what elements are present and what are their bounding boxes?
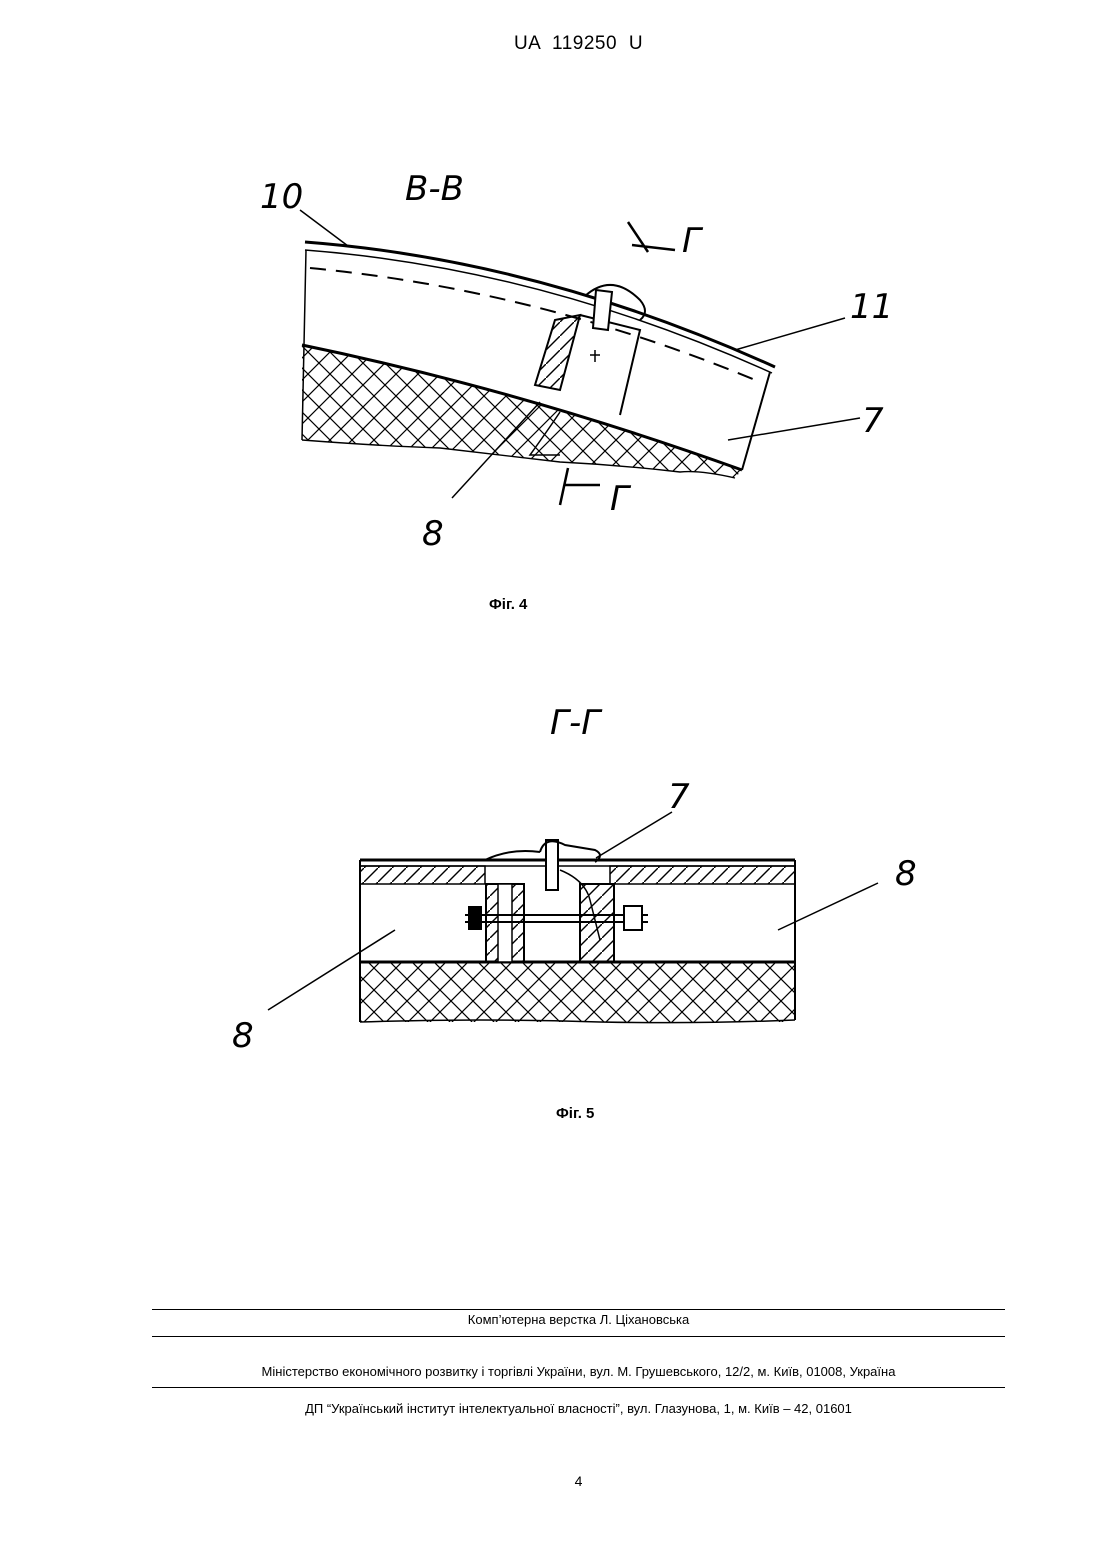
document-number: UA 119250 U bbox=[0, 33, 1101, 55]
ministry-address: Міністерство економічного розвитку і тор… bbox=[152, 1364, 1005, 1379]
institute-address: ДП “Український інститут інтелектуальної… bbox=[152, 1401, 1005, 1416]
callout-7: 7 bbox=[862, 401, 884, 441]
section-label-b-b: В-В bbox=[405, 169, 464, 209]
footer-rule-1 bbox=[152, 1309, 1005, 1310]
layout-credit: Комп’ютерна верстка Л. Ціхановська bbox=[152, 1312, 1005, 1327]
callout-10: 10 bbox=[260, 177, 303, 217]
footer-rule-3 bbox=[152, 1387, 1005, 1388]
footer-rule-2 bbox=[152, 1336, 1005, 1337]
callout-7: 7 bbox=[668, 777, 690, 817]
callout-8-left: 8 bbox=[232, 1016, 254, 1056]
figure-4-drawing: В-В 10 Г 11 7 Г 8 bbox=[0, 150, 1101, 570]
callout-8: 8 bbox=[422, 514, 444, 554]
section-label-g-g: Г-Г bbox=[550, 703, 603, 743]
cut-label-bottom: Г bbox=[610, 479, 632, 519]
callout-8-right: 8 bbox=[895, 854, 917, 894]
cut-label-top: Г bbox=[682, 221, 704, 261]
figure-5-caption: Фіг. 5 bbox=[556, 1105, 594, 1122]
figure-5-drawing: Г-Г 7 8 8 bbox=[0, 680, 1101, 1080]
page-number: 4 bbox=[0, 1473, 1101, 1489]
figure-4-caption: Фіг. 4 bbox=[489, 596, 527, 613]
callout-11: 11 bbox=[850, 287, 893, 327]
